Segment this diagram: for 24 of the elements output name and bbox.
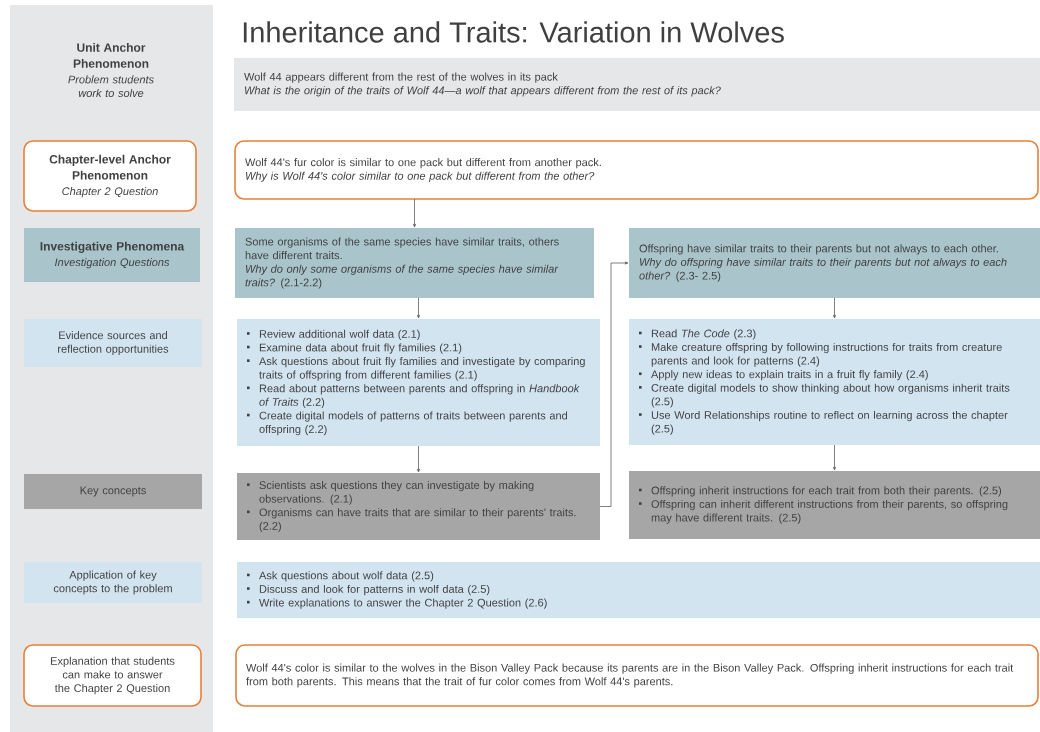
heading-box: Application of key concepts to the problem — [24, 562, 202, 603]
heading-box: Key concepts — [24, 474, 202, 509]
phenomenon-box: Wolf 44's fur color is similar to one pack but different from another pack. Why is Wolf 44's color similar to one pack but different from the other? — [234, 140, 1039, 200]
arrow — [599, 261, 629, 507]
heading-box: Explanation that students can make to answer the Chapter 2 Question — [23, 644, 202, 707]
activity-box: Ask questions about wolf data (2.5) Discuss and look for patterns in wolf data (2.5) Write explanations to answer the Chapter 2 Question (2.6) — [237, 562, 1040, 618]
concept-box: Scientists ask questions they can investigate by making observations. (2.1) Organisms can have traits that are similar to their parents' traits. (2.2) — [237, 473, 600, 540]
phenomenon-box: Wolf 44 appears different from the rest of the wolves in its pack What is the origin of the traits of Wolf 44—a wolf that appears different from the rest of its pack? — [234, 58, 1040, 111]
question-box: Some organisms of the same species have similar traits, others have different traits. Why do only some organisms of the same species have similar traits? (2.1-2.2) — [235, 228, 594, 298]
arrow — [833, 444, 836, 471]
arrow — [833, 297, 836, 319]
heading-box: Investigative Phenomena Investigation Questions — [24, 228, 200, 282]
heading-box: Chapter-level Anchor Phenomenon Chapter 2 Question — [23, 140, 197, 212]
arrow — [413, 198, 416, 228]
concept-box: Offspring inherit instructions for each trait from both their parents. (2.5) Offspring can inherit different instructions from their parents, so offspring may have different traits. (2.5) — [629, 471, 1040, 539]
title: Inheritance and Traits: Variation in Wolves — [243, 21, 784, 43]
row-heading: Unit Anchor Phenomenon Problem students work to solve — [68, 43, 154, 97]
explanation-box: Wolf 44's color is similar to the wolves in the Bison Valley Pack because its parents are in the Bison Valley Pack. Offspring inherit instructions for each trait from both parents. This means that the trait of fur color comes from Wolf 44's parents. — [235, 644, 1039, 707]
arrow — [417, 297, 420, 319]
question-box: Offspring have similar traits to their parents but not always to each other. Why do offspring have similar traits to their parents but not always to each other? (2.3- 2.5) — [629, 228, 1040, 298]
activity-box: Read The Code (2.3) Make creature offspring by following instructions for traits from creature parents and look for patterns (2.4) Apply new ideas to explain traits in a fruit fly family (2.4) Create digital models to show thinking about how organisms inherit traits (2.5) Use Word Relationships routine to reflect on learning across the chapter (2.5) — [629, 319, 1040, 445]
activity-box: Review additional wolf data (2.1) Examine data about fruit fly families (2.1) Ask questions about fruit fly families and investigate by comparing traits of offspring from different families (2.1) Read about patterns between parents and offspring in Handbook of Traits (2.2) Create digital models of patterns of traits between parents and offspring (2.2) — [237, 319, 600, 446]
arrow — [417, 445, 420, 473]
heading-box: Evidence sources and reflection opportunities — [24, 319, 202, 367]
